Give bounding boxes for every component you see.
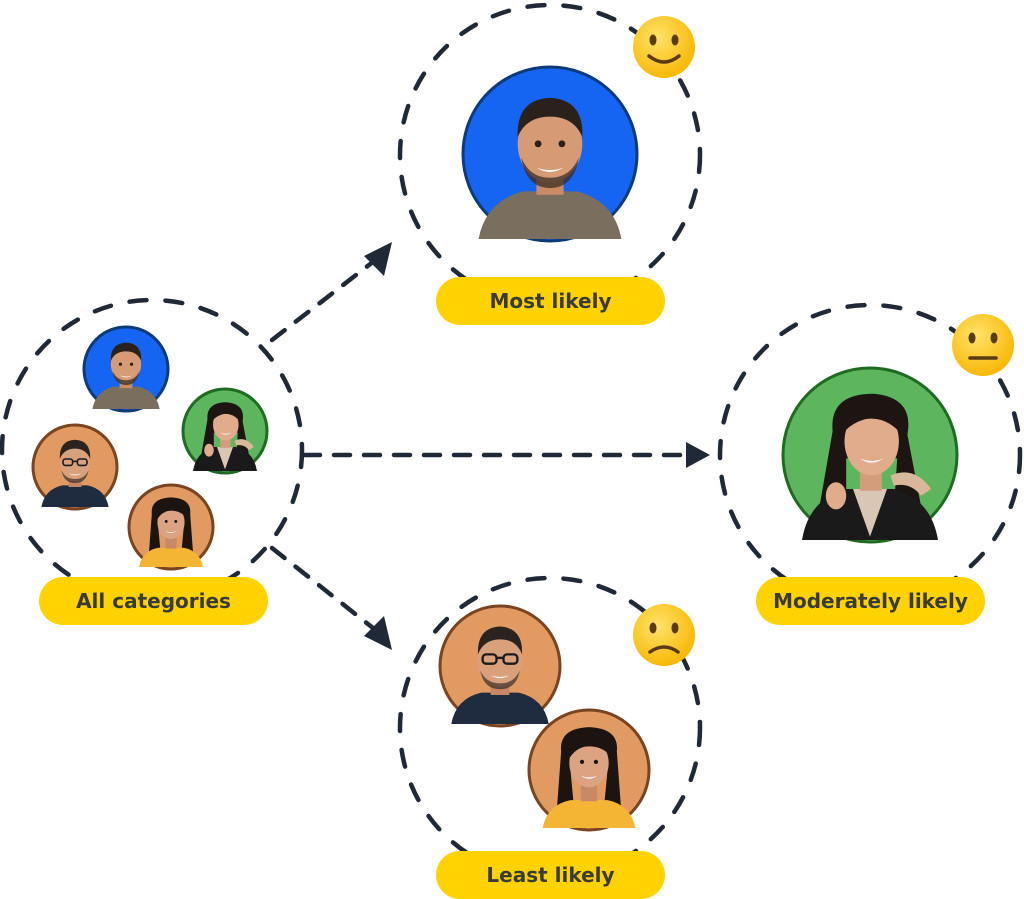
label-least-likely: Least likely: [436, 851, 665, 899]
avatar-woman-green-large: [783, 368, 957, 542]
avatar-woman-orange-small: [129, 485, 213, 569]
avatar-woman-green-small: [183, 389, 267, 473]
avatar-man-glasses-medium: [440, 606, 560, 726]
arrowhead-least: [364, 616, 392, 650]
label-moderately-likely: Moderately likely: [756, 577, 985, 625]
arrowhead-most: [364, 242, 392, 276]
slightly-smiling-face-icon: [633, 16, 695, 78]
neutral-face-icon: [952, 314, 1014, 376]
avatar-man-blue-small: [84, 327, 168, 411]
arrow-line-least: [272, 548, 378, 632]
avatar-man-glasses-small: [33, 425, 117, 509]
arrow-line-most: [272, 258, 378, 340]
label-most-likely: Most likely: [436, 277, 665, 325]
avatar-woman-orange-medium: [529, 710, 649, 830]
avatar-man-blue-large: [463, 67, 637, 241]
slightly-frowning-face-icon: [633, 604, 695, 666]
label-all-categories: All categories: [39, 577, 268, 625]
arrowhead-moderate: [686, 442, 710, 468]
